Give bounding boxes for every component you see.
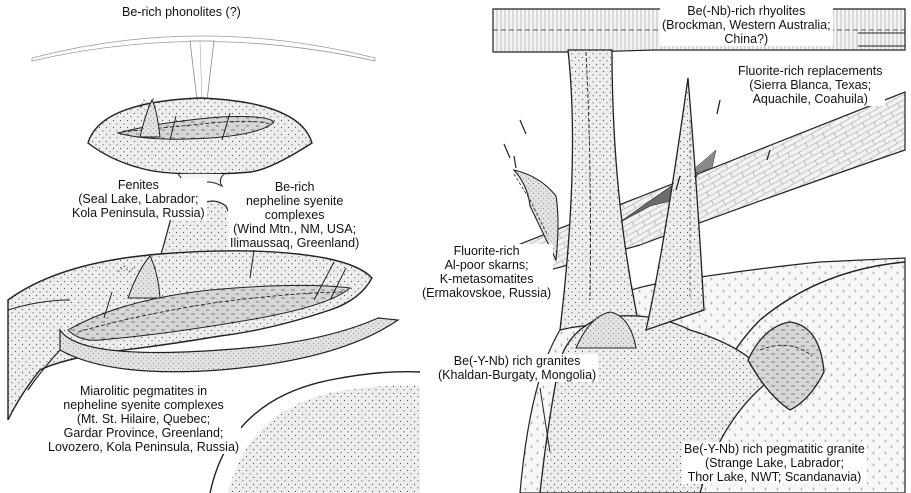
label-fenites: Fenites (Seal Lake, Labrador; Kola Penin… xyxy=(70,178,207,220)
outer-fill xyxy=(228,386,420,493)
label-fluorite-replacements: Fluorite-rich replacements (Sierra Blanc… xyxy=(736,64,885,106)
label-pegmatitic-granite: Be(-Y-Nb) rich pegmatitic granite (Stran… xyxy=(682,442,867,484)
label-nepheline-syenite: Be-rich nepheline syenite complexes (Win… xyxy=(228,180,361,250)
label-miarolitic: Miarolitic pegmatites in nepheline syeni… xyxy=(46,384,241,454)
label-granites: Be(-Y-Nb) rich granites (Khaldan-Burgaty… xyxy=(436,354,598,382)
label-rhyolites: Be(-Nb)-rich rhyolites (Brockman, Wester… xyxy=(660,4,833,46)
feeder-stem xyxy=(560,50,640,330)
label-phonolites: Be-rich phonolites (?) xyxy=(122,5,241,19)
label-skarns: Fluorite-rich Al-poor skarns; K-metasoma… xyxy=(420,244,553,300)
phonolite-stem xyxy=(190,41,214,100)
